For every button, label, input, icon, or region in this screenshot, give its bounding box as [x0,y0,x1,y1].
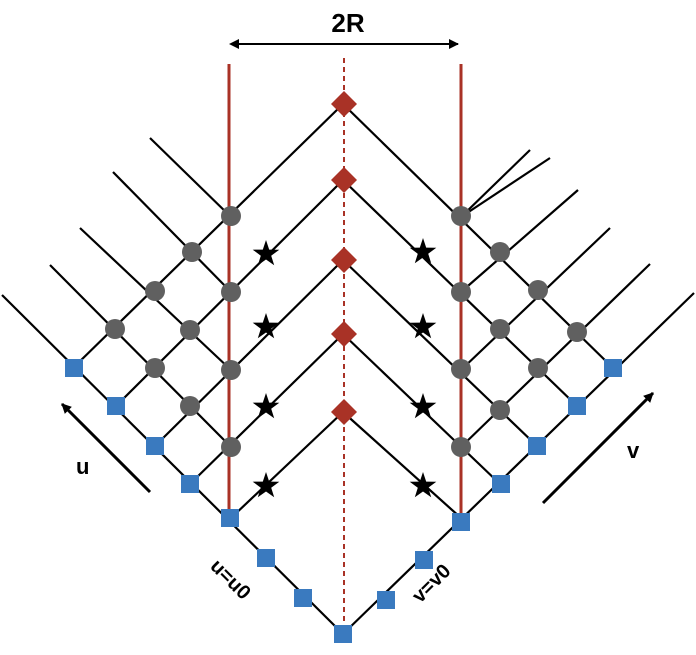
left-u-lines [1,137,344,635]
circle-node [528,358,548,378]
square-node [604,359,622,377]
circle-nodes [105,206,587,457]
square-node [107,397,125,415]
star-node [409,472,437,498]
circle-node [451,282,471,302]
star-node [409,393,437,419]
star-node [409,238,437,264]
star-node [252,393,280,419]
star-node [252,313,280,339]
circle-node [490,319,510,339]
circle-node [221,437,241,457]
circle-node [451,437,471,457]
circle-node [182,242,202,262]
circle-node [490,400,510,420]
diamond-node [331,247,357,273]
right-v-lines [342,149,695,635]
right-u-lines [342,103,614,519]
diamond-nodes [331,91,357,425]
circle-node [145,358,165,378]
diamond-node [331,399,357,425]
u-boundary-label: u=u0 [206,555,255,604]
circle-node [567,322,587,342]
square-node [415,551,433,569]
square-node [221,509,239,527]
circle-node [221,282,241,302]
square-node [452,513,470,531]
circle-node [221,206,241,226]
circle-node [528,280,548,300]
square-node [294,589,312,607]
circle-node [451,206,471,226]
star-node [252,240,280,266]
square-node [334,625,352,643]
diamond-node [331,91,357,117]
width-label: 2R [331,8,364,38]
square-node [146,437,164,455]
square-nodes [65,359,622,643]
circle-node [180,320,200,340]
circle-node [221,360,241,380]
v-axis-label: v [627,438,640,463]
u-axis-label: u [76,454,89,479]
diamond-node [331,321,357,347]
circle-node [490,242,510,262]
v-axis-arrow [541,391,655,505]
star-nodes [252,238,437,498]
star-node [252,472,280,498]
circle-node [105,319,125,339]
square-node [181,475,199,493]
circle-node [451,359,471,379]
square-node [528,437,546,455]
circle-node [180,396,200,416]
star-node [409,313,437,339]
square-node [65,359,83,377]
square-node [492,475,510,493]
u-axis-arrow [60,402,152,494]
square-node [568,397,586,415]
diamond-node [331,167,357,193]
square-node [257,549,275,567]
circle-node [145,281,165,301]
square-node [377,591,395,609]
